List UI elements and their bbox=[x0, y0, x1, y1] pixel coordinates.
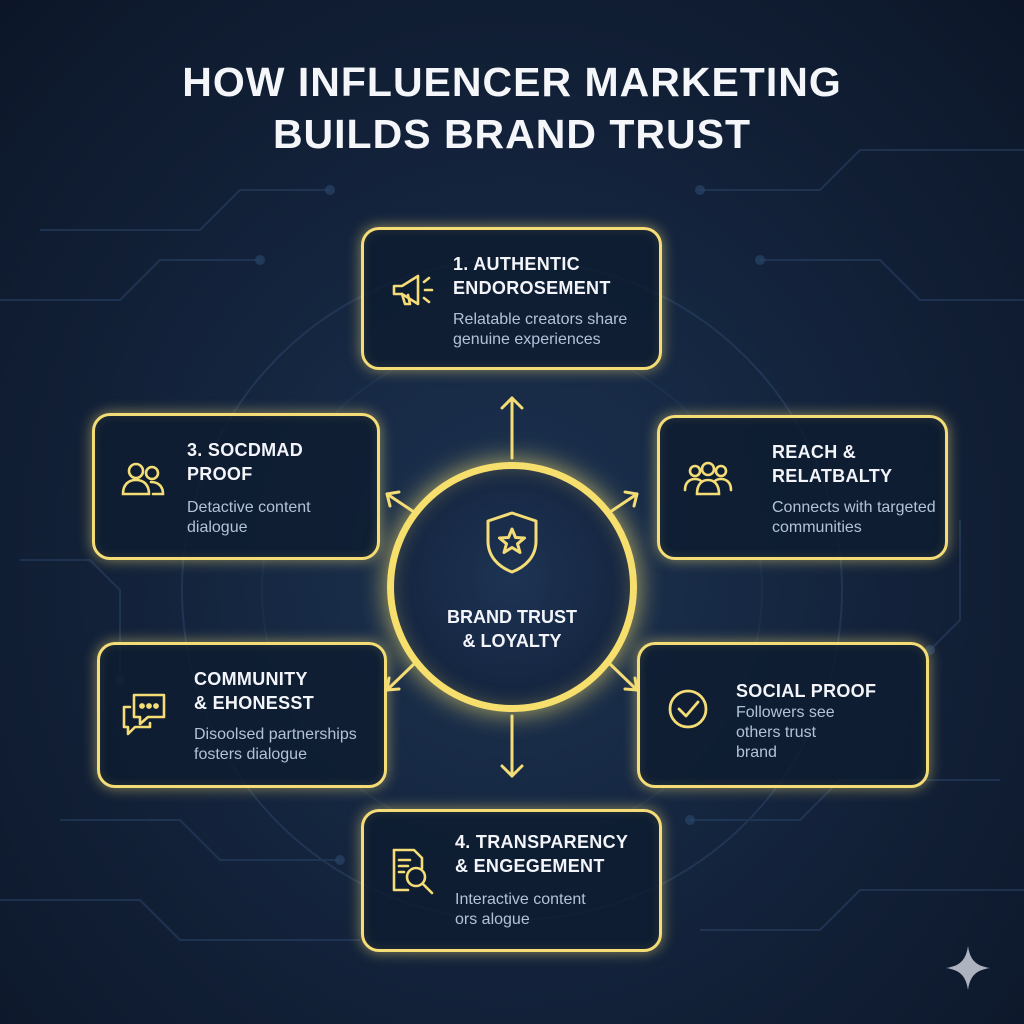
megaphone-icon bbox=[386, 264, 438, 316]
card-title: 1. AUTHENTIC ENDOROSEMENT bbox=[453, 254, 611, 298]
chat-bubbles-icon bbox=[118, 687, 170, 739]
card-description: Detactive content dialogue bbox=[187, 499, 311, 536]
card-social-proof: SOCIAL PROOF Followers see others trust … bbox=[637, 642, 929, 788]
card-description: Connects with targeted communities bbox=[772, 499, 936, 536]
arrow-down bbox=[500, 714, 524, 778]
title-line-1: HOW INFLUENCER MARKETING bbox=[182, 59, 842, 105]
sparkle-icon bbox=[946, 946, 990, 990]
card-description: Interactive content ors alogue bbox=[455, 891, 586, 928]
card-description: Followers see others trust brand bbox=[736, 704, 835, 761]
arrow-up bbox=[500, 396, 524, 460]
card-title: COMMUNITY & EHONESST bbox=[194, 669, 315, 713]
card-community-honesty: COMMUNITY & EHONESST Disoolsed partnersh… bbox=[97, 642, 387, 788]
group-icon bbox=[682, 454, 734, 506]
check-circle-icon bbox=[664, 683, 716, 735]
card-title: REACH & RELATBALTY bbox=[772, 442, 893, 486]
page-title: HOW INFLUENCER MARKETING BUILDS BRAND TR… bbox=[0, 56, 1024, 160]
shield-star-icon bbox=[486, 511, 538, 574]
brand-trust-hub: BRAND TRUST & LOYALTY bbox=[387, 462, 637, 712]
card-description: Disoolsed partnerships fosters dialogue bbox=[194, 726, 357, 763]
hub-label: BRAND TRUST & LOYALTY bbox=[447, 607, 577, 651]
arrow-lower-left bbox=[385, 662, 416, 692]
card-description: Relatable creators share genuine experie… bbox=[453, 311, 628, 348]
document-search-icon bbox=[386, 846, 438, 898]
card-transparency-engagement: 4. TRANSPARENCY & ENGEGEMENT Interactive… bbox=[361, 809, 662, 952]
card-title: 3. SOCDMAD PROOF bbox=[187, 440, 304, 484]
arrow-lower-right bbox=[608, 662, 639, 692]
card-title: SOCIAL PROOF bbox=[736, 681, 877, 701]
card-reach-relatability: REACH & RELATBALTY Connects with targete… bbox=[657, 415, 948, 560]
card-authentic-endorsement: 1. AUTHENTIC ENDOROSEMENT Relatable crea… bbox=[361, 227, 662, 370]
arrow-upper-right bbox=[608, 490, 639, 514]
title-line-2: BUILDS BRAND TRUST bbox=[272, 111, 752, 157]
users-icon bbox=[117, 454, 169, 506]
card-title: 4. TRANSPARENCY & ENGEGEMENT bbox=[455, 832, 629, 876]
arrow-upper-left bbox=[385, 490, 416, 514]
card-social-proof-top: 3. SOCDMAD PROOF Detactive content dialo… bbox=[92, 413, 380, 560]
